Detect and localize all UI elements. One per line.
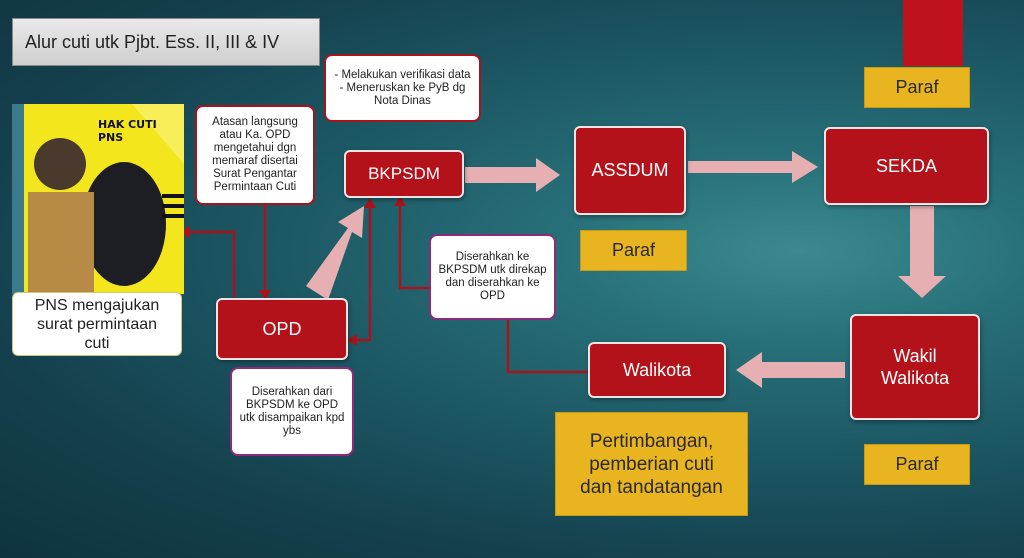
node-walikota: Walikota [588, 342, 726, 398]
pns-request-label: PNS mengajukan surat permintaan cuti [12, 292, 182, 356]
poster-heading: HAK CUTI PNS [98, 118, 157, 144]
note-bkpsdm-task-1: - Melakukan verifikasi data [334, 68, 471, 81]
node-opd: OPD [216, 298, 348, 360]
top-red-bar [903, 0, 963, 66]
arrowhead-bkpsdm-up [364, 198, 376, 208]
connector-poster-to-opd [184, 230, 236, 298]
node-wakil-walikota: Wakil Walikota [850, 314, 980, 420]
note-bkpsdm-task-2: - Meneruskan ke PyB dg Nota Dinas [339, 81, 466, 107]
pns-poster-image: HAK CUTI PNS [12, 104, 184, 294]
paraf-sekda: Paraf [864, 67, 970, 108]
node-bkpsdm: BKPSDM [344, 150, 464, 198]
diagram-title: Alur cuti utk Pjbt. Ess. II, III & IV [12, 18, 320, 66]
note-diserahkan-dari-bkpsdm: Diserahkan dari BKPSDM ke OPD utk disamp… [230, 367, 354, 456]
arrow-bkpsdm-to-assdum [465, 158, 560, 192]
arrow-sekda-to-wakil [898, 206, 946, 298]
note-diserahkan-ke-bkpsdm: Diserahkan ke BKPSDM utk direkap dan dis… [429, 234, 556, 320]
note-bkpsdm-tasks: - Melakukan verifikasi data - Meneruskan… [324, 54, 481, 122]
arrowhead-bkpsdm-note [394, 196, 406, 206]
arrowhead-poster [180, 226, 190, 238]
node-assdum: ASSDUM [574, 126, 686, 215]
paraf-wakil-walikota: Paraf [864, 444, 970, 485]
note-atasan: Atasan langsung atau Ka. OPD mengetahui … [195, 105, 315, 205]
walikota-note: Pertimbangan, pemberian cuti dan tandata… [555, 412, 748, 516]
connector-walikota-to-note [506, 318, 588, 374]
arrowhead-opd-return [347, 334, 357, 346]
arrow-assdum-to-sekda [688, 151, 818, 183]
node-sekda: SEKDA [824, 127, 989, 205]
connector-bkpsdm-to-note [398, 198, 432, 290]
arrowhead-atasan [259, 290, 271, 300]
paraf-assdum: Paraf [580, 230, 687, 271]
arrow-opd-to-bkpsdm [306, 206, 364, 300]
arrow-wakil-to-walikota [736, 352, 845, 388]
